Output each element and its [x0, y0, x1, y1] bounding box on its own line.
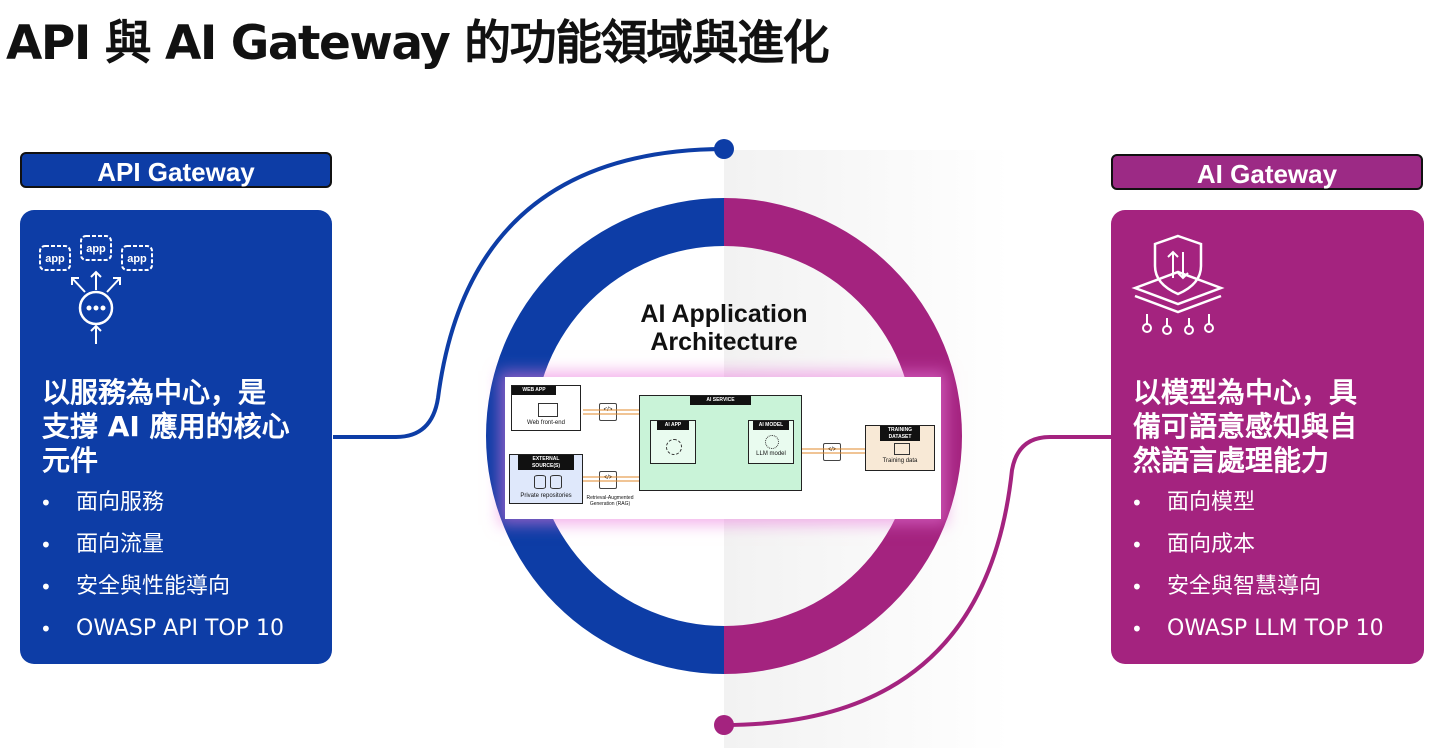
api-badge: </> [823, 443, 841, 461]
network-icon [666, 439, 682, 455]
web-app-label: Web front-end [527, 420, 565, 426]
bullet-item: 面向服務 [38, 488, 284, 530]
heading-line: 以服務為中心，是 [42, 376, 267, 409]
heading-line: 以模型為中心，具 [1133, 376, 1358, 409]
ring-right-half [724, 198, 962, 674]
training-dataset-label: Training data [882, 458, 918, 464]
ai-connector-dot [714, 715, 734, 735]
training-dataset-header: TRAINING DATASET [880, 426, 920, 441]
bullet-item: 面向成本 [1129, 530, 1384, 572]
ai-gateway-heading: 以模型為中心，具 備可語意感知與自 然語言處理能力 [1133, 376, 1357, 478]
bullet-item: OWASP LLM TOP 10 [1129, 614, 1384, 656]
web-app-box: WEB APP Web front-end [511, 385, 581, 431]
api-gateway-tab: API Gateway [20, 152, 332, 188]
app-label-2: app [86, 243, 106, 255]
llm-icon [765, 435, 779, 449]
heading-line: 元件 [42, 444, 99, 477]
bullet-item: 面向流量 [38, 530, 284, 572]
ai-gateway-tab: AI Gateway [1111, 154, 1423, 190]
bullet-item: 安全與性能導向 [38, 572, 284, 614]
architecture-title: AI Application Architecture [600, 300, 848, 356]
architecture-title-line: AI Application [640, 300, 808, 328]
ai-model-header: AI MODEL [753, 421, 789, 430]
bullet-item: 面向模型 [1129, 488, 1384, 530]
database-icon [550, 475, 562, 489]
api-gateway-heading: 以服務為中心，是 支撐 AI 應用的核心 元件 [42, 376, 290, 478]
service-apps-icon: app app app [39, 235, 153, 344]
browser-icon [538, 403, 558, 417]
external-source-label: Private repositories [520, 493, 572, 499]
ai-gateway-bullet-list: 面向模型 面向成本 安全與智慧導向 OWASP LLM TOP 10 [1129, 488, 1384, 656]
ring-left-half [486, 198, 724, 674]
ai-app-box: AI APP [650, 420, 696, 464]
rag-label: Retrieval-Augmented Generation (RAG) [586, 495, 634, 507]
ai-gateway-panel: 以模型為中心，具 備可語意感知與自 然語言處理能力 面向模型 面向成本 安全與智… [1111, 210, 1424, 664]
heading-line: 支撐 AI 應用的核心 [42, 410, 290, 443]
ai-model-box: AI MODEL LLM model [748, 420, 794, 464]
ai-app-header: AI APP [657, 421, 689, 430]
api-gateway-panel: app app app 以服務為中心，是 支撐 AI 應用的核心 元件 面向服務… [20, 210, 332, 664]
bullet-item: OWASP API TOP 10 [38, 614, 284, 656]
training-dataset-box: TRAINING DATASET Training data [865, 425, 935, 471]
model-shield-icon [1131, 234, 1225, 335]
api-connector-dot [714, 139, 734, 159]
api-connector-line [333, 147, 725, 439]
bullet-item: 安全與智慧導向 [1129, 572, 1384, 614]
dataset-icon [894, 443, 910, 455]
external-source-box: EXTERNAL SOURCE(S) Private repositories [509, 454, 583, 504]
web-app-header: WEB APP [512, 386, 556, 395]
heading-line: 備可語意感知與自 [1133, 410, 1358, 443]
app-label-3: app [127, 253, 147, 265]
api-badge: </> [599, 471, 617, 489]
heading-line: 然語言處理能力 [1133, 444, 1330, 477]
database-icon [534, 475, 546, 489]
ai-service-box: AI SERVICE AI APP AI MODEL LLM model [639, 395, 802, 491]
page-title: API 與 AI Gateway 的功能領域與進化 [6, 16, 830, 71]
architecture-diagram: WEB APP Web front-end EXTERNAL SOURCE(S)… [505, 377, 941, 519]
ai-service-header: AI SERVICE [690, 396, 751, 405]
api-gateway-bullet-list: 面向服務 面向流量 安全與性能導向 OWASP API TOP 10 [38, 488, 284, 656]
app-label-1: app [45, 253, 65, 265]
ai-connector-line [723, 435, 1111, 727]
ai-model-label: LLM model [756, 451, 786, 457]
external-source-header: EXTERNAL SOURCE(S) [518, 455, 574, 470]
architecture-title-line: Architecture [650, 328, 798, 356]
